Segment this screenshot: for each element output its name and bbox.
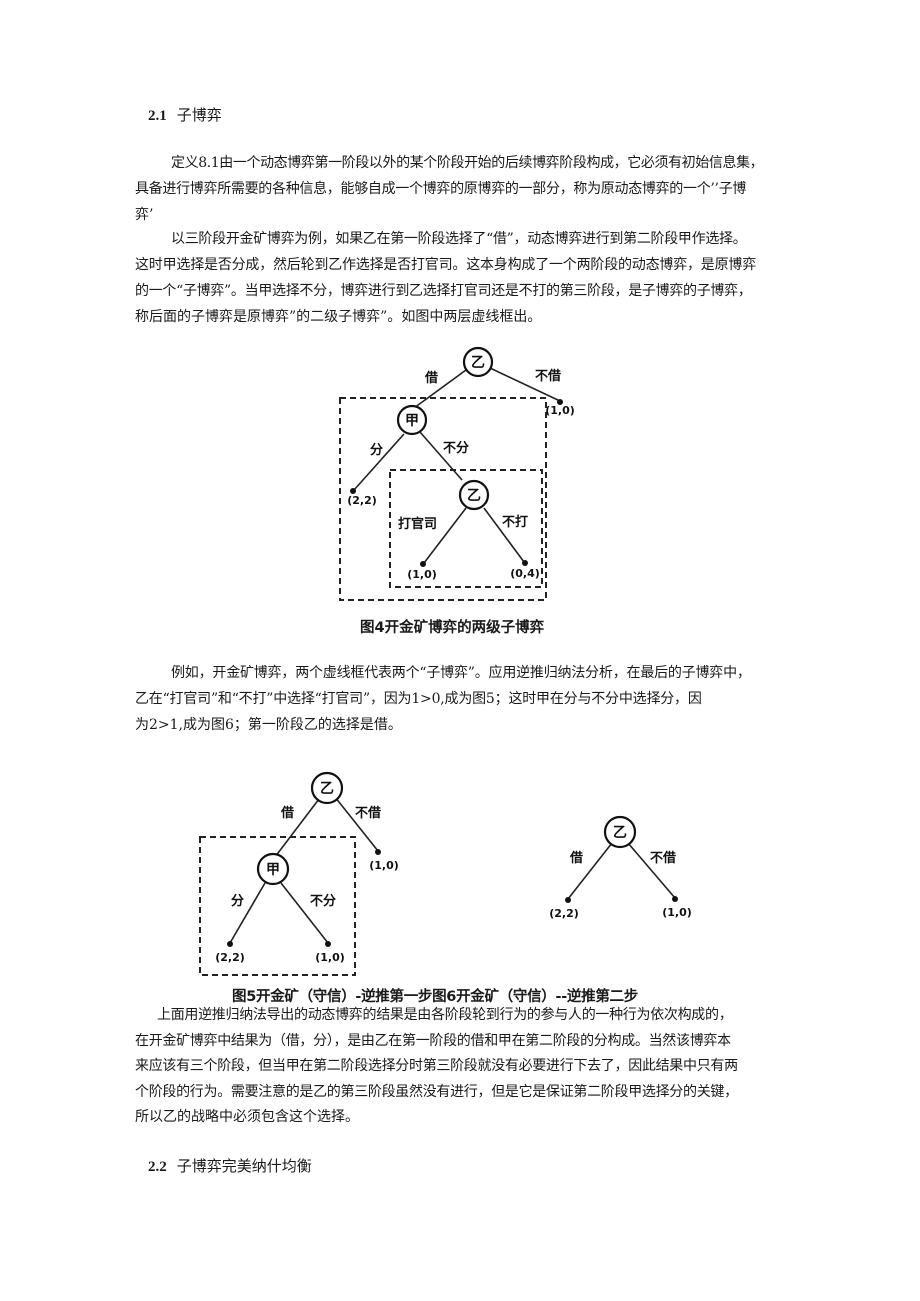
figure-6-game-tree: 乙 借 不借 (2,2) (1,0) [549,815,692,920]
split-label: 分 [370,442,383,458]
section-title: 子博弈完美纳什均衡 [176,1157,312,1175]
payoff-not-split: (1,0) [315,951,345,964]
payoff-borrow: (2,2) [549,907,579,920]
root-node [462,346,494,378]
paragraph-line: 来应该有三个阶段，但当甲在第二阶段选择分时第三阶段就没有必要进行下去了，因此结果… [135,1058,738,1074]
jia-node-label: 甲 [266,862,280,878]
paragraph-line: 为2>1,成为图6；第一阶段乙的选择是借。 [135,717,402,733]
figure-4-game-tree: 乙 甲 乙 借 不借 分 不分 打官司 不打 (1,0) (2,2) (1,0)… [339,346,575,601]
section-number: 2.1 [148,108,167,124]
jia-node [256,852,290,886]
paragraph-line: 上面用逆推归纳法导出的动态博弈的结果是由各阶段轮到行为的参与人的一种行为依次构成… [157,1007,733,1023]
not-sue-label: 不打 [502,514,528,530]
root-node [603,815,637,849]
not-borrow-label: 不借 [355,805,381,821]
definition-paragraph: 定义8.1由一个动态博弈第一阶段以外的某个阶段开始的后续博弈阶段构成，它必须有初… [135,150,815,228]
figure-5-game-tree: 乙 甲 借 不借 分 不分 (1,0) (2,2) (1,0) [199,771,399,976]
outer-subgame-box [339,397,547,601]
borrow-label: 借 [280,805,294,821]
not-borrow-label: 不借 [535,368,561,384]
sue-label: 打官司 [398,516,437,532]
paragraph-line: 这时甲选择是否分成，然后轮到乙作选择是否打官司。这本身构成了一个两阶段的动态博弈… [135,257,756,273]
paragraph-line: 所以乙的战略中必须包含这个选择。 [135,1109,359,1125]
paragraph-line: 的一个“子博弈”。当甲选择不分，博弈进行到乙选择打官司还是不打的第三阶段，是子博… [135,283,752,299]
payoff-sue: (1,0) [407,568,437,581]
figure-4-caption: 图4开金矿博弈的两级子博弈 [360,620,545,636]
paragraph-3: 上面用逆推归纳法导出的动态博弈的结果是由各阶段轮到行为的参与人的一种行为依次构成… [135,1003,815,1131]
paragraph-line: 个阶段的行为。需要注意的是乙的第三阶段虽然没有进行，但是它是保证第二阶段甲选择分… [135,1083,738,1100]
payoff-not-sue: (0,4) [510,567,540,580]
definition-line: 定义8.1由一个动态博弈第一阶段以外的某个阶段开始的后续博弈阶段构成，它必须有初… [171,155,764,171]
payoff-not-borrow: (1,0) [662,906,692,919]
definition-line: 具备进行博弈所需要的各种信息，能够自成一个博弈的原博弈的一部分，称为原动态博弈的… [135,181,747,197]
paragraph-1: 以三阶段开金矿博弈为例，如果乙在第一阶段选择了“借”，动态博弈进行到第二阶段甲作… [135,226,815,330]
not-split-label: 不分 [310,893,336,909]
paragraph-2: 例如，开金矿博弈，两个虚线框代表两个“子博弈”。应用逆推归纳法分析，在最后的子博… [135,660,815,738]
split-label: 分 [231,893,244,909]
paragraph-line: 称后面的子博弈是原博弈”的二级子博弈”。如图中两层虚线框出。 [135,309,542,325]
section-heading-2-2: 2.2 子博弈完美纳什均衡 [148,1155,312,1176]
root-node-label: 乙 [613,825,627,841]
jia-node [396,404,428,436]
paragraph-line: 例如，开金矿博弈，两个虚线框代表两个“子博弈”。应用逆推归纳法分析，在最后的子博… [171,665,751,681]
section-number: 2.2 [148,1159,167,1175]
payoff-split: (2,2) [347,494,377,507]
borrow-label: 借 [569,850,583,866]
borrow-label: 借 [424,370,438,386]
figure-5-6-caption: 图5开金矿（守信）-逆推第一步图6开金矿（守信）--逆推第二步 [232,989,638,1005]
payoff-not-borrow: (1,0) [369,859,399,872]
section-title: 子博弈 [176,106,222,124]
jia-node-label: 甲 [405,413,419,429]
paragraph-line: 在开金矿博弈中结果为（借，分），是由乙在第一阶段的借和甲在第二阶段的分构成。当然… [135,1032,731,1049]
section-heading-2-1: 2.1 子博弈 [148,104,222,125]
payoff-not-borrow: (1,0) [545,404,575,417]
not-borrow-label: 不借 [650,850,676,866]
root-node [310,771,344,805]
subgame-box [199,836,356,976]
not-split-label: 不分 [443,440,469,456]
paragraph-line: 以三阶段开金矿博弈为例，如果乙在第一阶段选择了“借”，动态博弈进行到第二阶段甲作… [171,231,747,247]
inner-subgame-box [389,469,543,588]
yi-node-2 [458,479,490,511]
definition-line: 弈’ [135,207,154,223]
payoff-split: (2,2) [215,951,245,964]
root-node-label: 乙 [471,355,485,371]
yi-node-2-label: 乙 [467,488,481,504]
paragraph-line: 乙在“打官司”和“不打”中选择“打官司”，因为1>0,成为图5；这时甲在分与不分… [135,691,702,707]
root-node-label: 乙 [320,781,334,797]
